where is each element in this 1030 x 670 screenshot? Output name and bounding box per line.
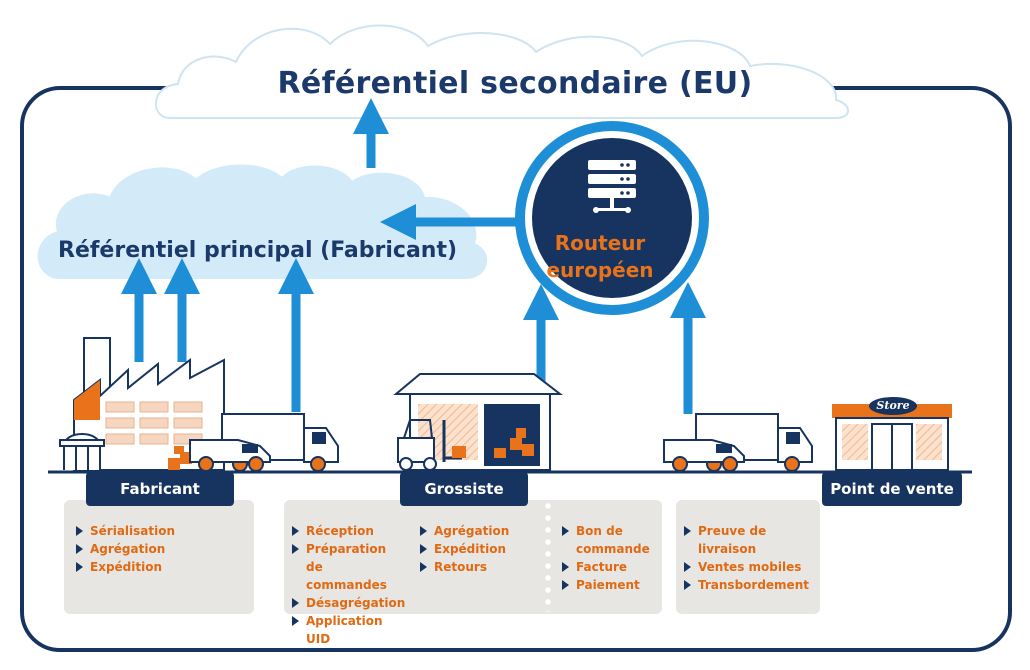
list-item: Preuve de livraison	[684, 522, 816, 558]
list-grossiste-commande: Bon de commande Facture Paiement	[562, 522, 654, 594]
actor-badge-point-de-vente: Point de vente	[822, 472, 962, 506]
list-item: Désagrégation	[292, 594, 406, 612]
store-sign: Store	[876, 399, 910, 412]
router-label-line2: européen	[546, 258, 654, 282]
store-icon	[832, 397, 952, 471]
router-label-line1: Routeur	[554, 231, 646, 255]
actor-badge-fabricant: Fabricant	[86, 472, 234, 506]
actor-badge-grossiste: Grossiste	[400, 472, 528, 506]
list-transport: Preuve de livraison Ventes mobiles Trans…	[684, 522, 816, 594]
panel-fabricant	[64, 500, 254, 614]
van-icon	[663, 439, 745, 472]
panel-transport	[676, 500, 820, 614]
list-item: Transbordement	[684, 576, 816, 594]
router-node	[515, 121, 709, 315]
list-item: Expédition	[420, 540, 538, 558]
list-item: Sérialisation	[76, 522, 246, 540]
top-cloud	[154, 24, 849, 119]
list-grossiste-reception: Réception Préparation de commandes Désag…	[292, 522, 406, 648]
list-item: Paiement	[562, 576, 654, 594]
secondary-repository-title: Référentiel secondaire (EU)	[277, 66, 753, 101]
flow-arrows	[121, 98, 706, 414]
list-item: Application UID	[292, 612, 406, 648]
primary-repository-title: Référentiel principal (Fabricant)	[58, 238, 458, 263]
van-icon	[189, 439, 271, 472]
list-item: Préparation de commandes	[292, 540, 406, 594]
list-item: Expédition	[76, 558, 246, 576]
forklift-icon	[397, 419, 466, 471]
list-item: Ventes mobiles	[684, 558, 816, 576]
list-grossiste-expedition: Agrégation Expédition Retours	[420, 522, 538, 576]
grossiste-column-separator	[545, 500, 551, 612]
list-item: Agrégation	[420, 522, 538, 540]
server-icon	[588, 160, 636, 213]
list-item: Retours	[420, 558, 538, 576]
panel-grossiste	[284, 500, 662, 614]
factory-icon	[59, 337, 225, 471]
list-item: Bon de commande	[562, 522, 654, 558]
list-fabricant: Sérialisation Agrégation Expédition	[76, 522, 246, 576]
list-item: Réception	[292, 522, 406, 540]
list-item: Facture	[562, 558, 654, 576]
list-item: Agrégation	[76, 540, 246, 558]
